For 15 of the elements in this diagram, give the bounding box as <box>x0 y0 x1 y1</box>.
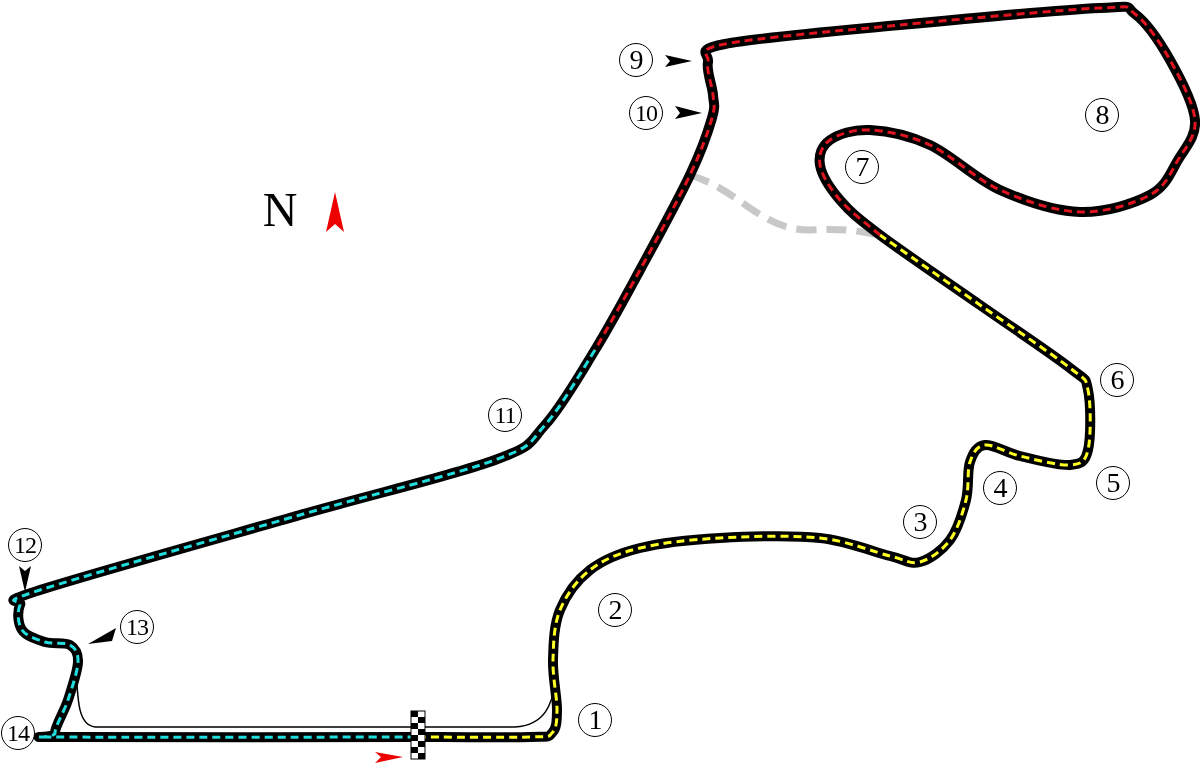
callout-number: 7 <box>845 150 879 184</box>
callout-number: 6 <box>1100 363 1134 397</box>
compass-letter: N <box>262 186 298 234</box>
callout-number: 11 <box>488 398 522 432</box>
callout-number: 13 <box>120 610 154 644</box>
callout-number: 1 <box>578 703 612 737</box>
callout-number: 4 <box>983 471 1017 505</box>
callout-number: 2 <box>598 593 632 627</box>
callout-number: 8 <box>1085 98 1119 132</box>
callout-number: 10 <box>629 96 663 130</box>
callout-number: 3 <box>903 505 937 539</box>
callout-number: 5 <box>1096 466 1130 500</box>
callout-number: 9 <box>619 43 653 77</box>
callout-number: 12 <box>8 528 42 562</box>
callout-number: 14 <box>1 716 35 750</box>
